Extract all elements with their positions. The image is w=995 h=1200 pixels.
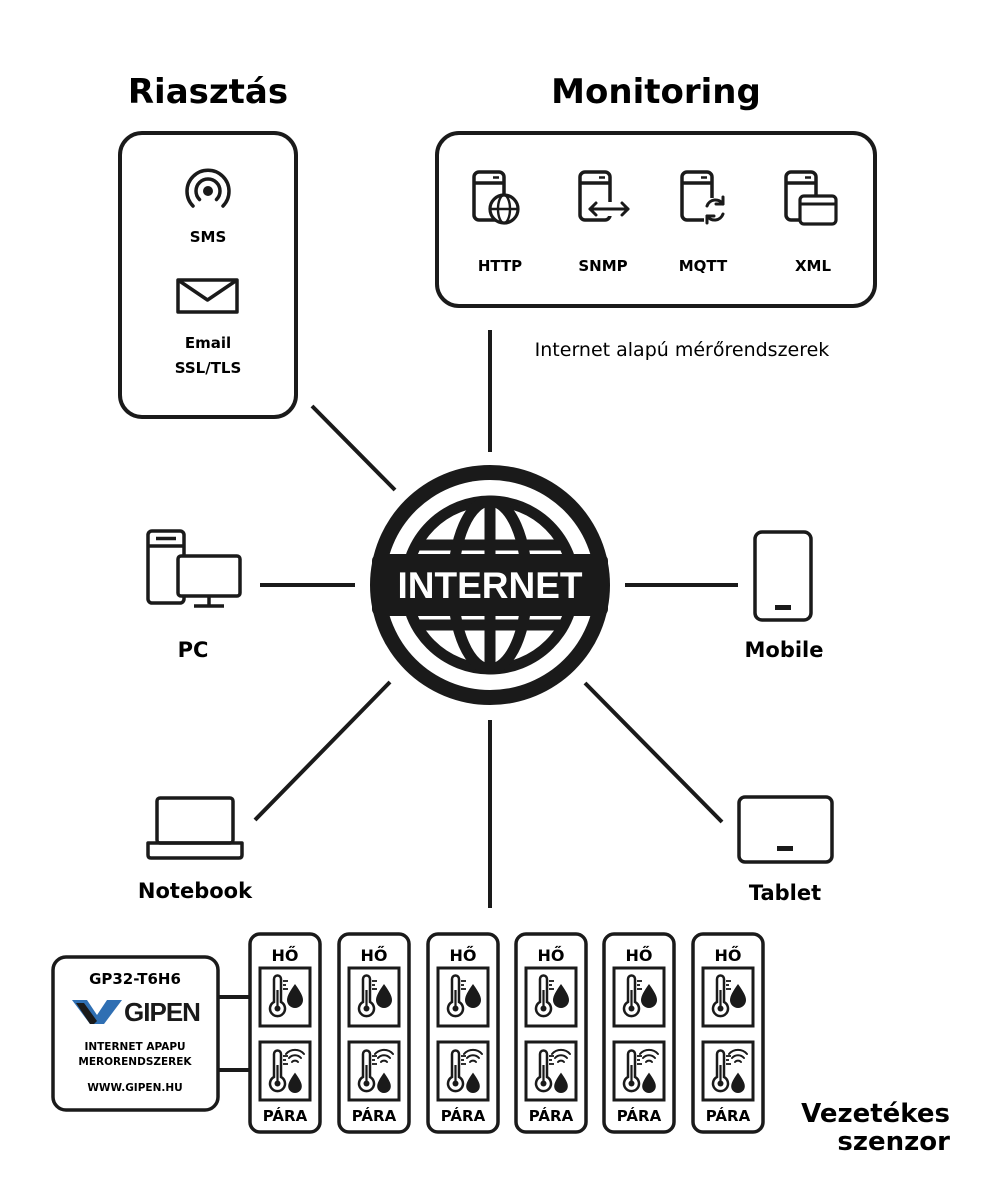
envelope-icon (176, 278, 239, 314)
thermometer-drop-icon (446, 974, 481, 1018)
brand-name: GIPEN (124, 997, 200, 1027)
thermometer-drop-icon (357, 974, 392, 1018)
thermometer-wireless-drop-icon (357, 1048, 394, 1094)
tablet-icon (737, 795, 834, 864)
thermometer-drop-icon (534, 974, 569, 1018)
thermometer-drop-icon (622, 974, 657, 1018)
thermometer-drop-icon (268, 974, 303, 1018)
pc-label: PC (178, 638, 209, 662)
sensor-bottom-label: PÁRA (441, 1106, 486, 1125)
device-website: WWW.GIPEN.HU (87, 1082, 182, 1094)
sensor-top-label: HŐ (626, 945, 653, 965)
sensor-top-label: HŐ (450, 945, 477, 965)
monitoring-caption: Internet alapú mérőrendszerek (535, 339, 830, 361)
sensor-module: HŐ PÁRA (426, 932, 500, 1134)
sensor-module: HŐ PÁRA (337, 932, 411, 1134)
mobile-label: Mobile (745, 638, 824, 662)
email-protocol-label: SSL/TLS (175, 359, 242, 377)
line-tablet (583, 681, 724, 824)
line-notebook (253, 680, 392, 822)
email-label: Email (185, 334, 231, 352)
sensor-top-label: HŐ (361, 945, 388, 965)
mobile-icon (753, 530, 813, 622)
tablet-label: Tablet (749, 881, 821, 905)
sensor-module: HŐ PÁRA (691, 932, 765, 1134)
sms-label: SMS (190, 228, 227, 246)
riasztas-title: Riasztás (128, 72, 288, 112)
sensor-top-label: HŐ (272, 945, 299, 965)
line-riasztas (310, 404, 397, 492)
server-arrows-icon (578, 170, 630, 222)
sensor-bottom-label: PÁRA (352, 1106, 397, 1125)
sensor-row: HŐ PÁRA HŐ PÁRA HŐ PÁRA HŐ PÁRA HŐ PÁRA HŐ PÁRA (248, 932, 765, 1134)
device-tagline-1: INTERNET APAPU (84, 1041, 185, 1053)
globe-icon (370, 465, 610, 705)
notebook-icon (146, 796, 244, 860)
thermometer-wireless-drop-icon (711, 1048, 748, 1094)
protocol-label-snmp: SNMP (578, 257, 627, 275)
sensor-module: HŐ PÁRA (602, 932, 676, 1134)
notebook-label: Notebook (138, 879, 253, 903)
thermometer-drop-icon (711, 974, 746, 1018)
sensor-module: HŐ PÁRA (248, 932, 322, 1134)
server-globe-icon (472, 170, 520, 225)
thermometer-wireless-drop-icon (534, 1048, 571, 1094)
monitoring-panel (435, 131, 877, 308)
wired-sensor-label-line2: szenzor (837, 1127, 950, 1157)
sensor-bottom-label: PÁRA (529, 1106, 574, 1125)
server-sync-icon (680, 170, 726, 225)
protocol-label-mqtt: MQTT (679, 257, 728, 275)
sensor-top-label: HŐ (538, 945, 565, 965)
server-window-icon (784, 170, 838, 226)
thermometer-wireless-drop-icon (268, 1048, 305, 1094)
sensor-bottom-label: PÁRA (706, 1106, 751, 1125)
device-tagline-2: MERORENDSZEREK (78, 1056, 192, 1068)
sensor-bottom-label: PÁRA (617, 1106, 662, 1125)
internet-label: INTERNET (398, 565, 583, 606)
thermometer-wireless-drop-icon (622, 1048, 659, 1094)
thermometer-wireless-drop-icon (446, 1048, 483, 1094)
device-card: GP32-T6H6 GIPEN INTERNET APAPU MERORENDS… (51, 955, 220, 1112)
gipen-logo: GIPEN (72, 997, 201, 1027)
sensor-bottom-label: PÁRA (263, 1106, 308, 1125)
monitoring-title: Monitoring (551, 72, 761, 112)
sensor-module: HŐ PÁRA (514, 932, 588, 1134)
wired-sensor-label-line1: Vezetékes (801, 1099, 950, 1129)
protocol-label-xml: XML (795, 257, 831, 275)
sensor-top-label: HŐ (715, 945, 742, 965)
radio-signal-icon (185, 168, 231, 208)
pc-icon (146, 529, 242, 608)
protocol-label-http: HTTP (478, 257, 522, 275)
riasztas-panel (118, 131, 298, 419)
device-model: GP32-T6H6 (89, 970, 181, 988)
connection-lines (218, 330, 738, 1072)
